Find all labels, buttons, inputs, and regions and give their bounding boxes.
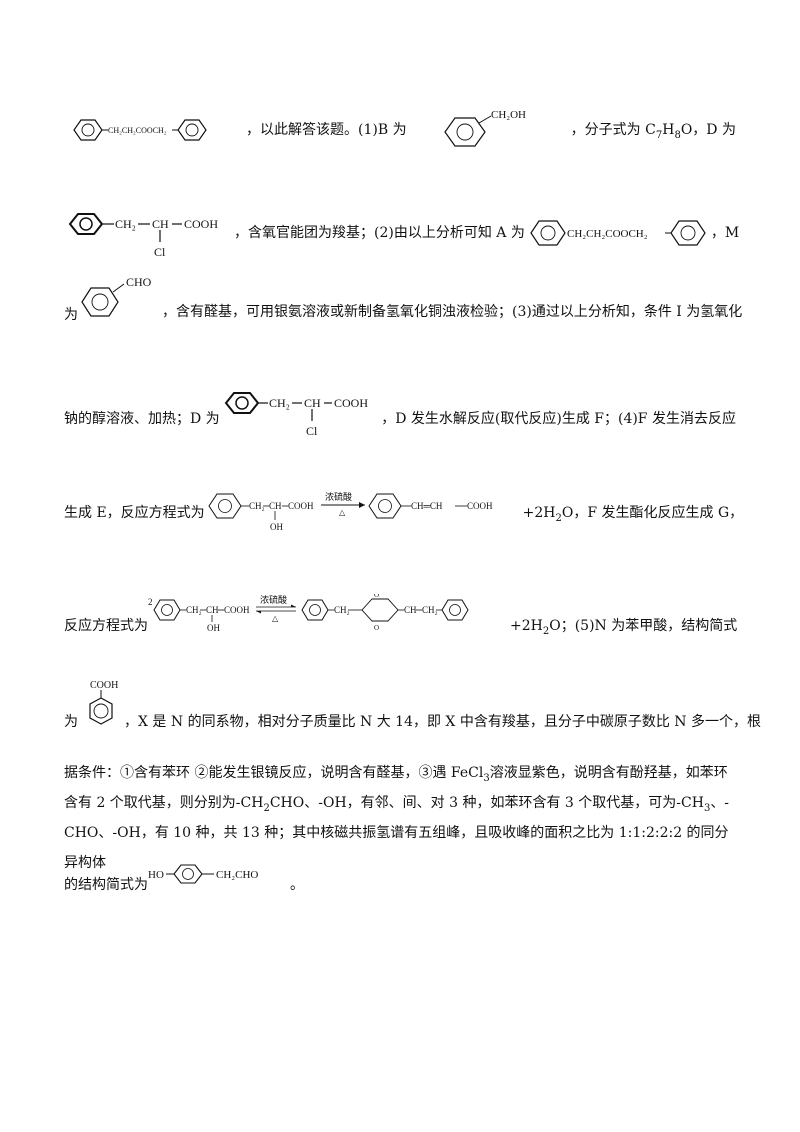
text-l1-b1: ，分子式为 C — [570, 122, 656, 138]
cooh-eq: COOH — [288, 501, 314, 511]
ch2-label-2: CH₂ — [269, 396, 290, 410]
heat-eq6: △ — [272, 614, 279, 623]
l7-lead: 为 COOH — [64, 680, 124, 734]
cooh-label: COOH — [184, 217, 218, 231]
p8-c-sub: 2 — [263, 802, 270, 814]
coef-eq: 2 — [148, 597, 153, 607]
text-l6-a1: +2H — [510, 618, 543, 634]
p8-line2: 含有 2 个取代基，则分别为-CH2CHO、-OH，有邻、间、对 3 种，如苯环… — [64, 788, 736, 818]
sub-8: 8 — [674, 129, 681, 141]
line-1: CH₂CH₂COOCH₂ ，以此解答该题。(1)B 为 CH₂OH ，分子式为 … — [64, 106, 736, 154]
p8-line1: 据条件：①含有苯环 ②能发生银镜反应，说明含有醛基，③遇 FeCl3溶液显紫色，… — [64, 758, 736, 788]
cond-eq: 浓硫酸 — [325, 491, 352, 502]
oh-eq: OH — [270, 522, 283, 532]
text-l3-pre: 为 — [64, 307, 78, 323]
p8-f: CHO、-OH，有 10 种，共 13 种；其中核磁共振氢谱有五组峰，且吸收峰的… — [64, 825, 729, 871]
heat-eq: △ — [339, 508, 346, 517]
ring-o-top: O — [374, 594, 379, 599]
text-l2-a: ，含氧官能团为羧基；(2)由以上分析可知 A 为 — [234, 225, 525, 241]
text-l4-a: ，D 发生水解反应(取代反应)生成 F；(4)F 发生消去反应 — [381, 411, 736, 427]
p8-a-sub: 3 — [483, 772, 490, 784]
d-structure: CH₂ CH COOH Cl — [64, 206, 234, 260]
sub-2a: 2 — [555, 512, 562, 524]
ch2cho-label: CH₂CHO — [216, 869, 258, 881]
p8-d-sub: 3 — [703, 802, 711, 814]
ester-label-b: CH₂CH₂COOCH₂ — [567, 228, 648, 240]
text-l1-b3: O，D 为 — [680, 122, 736, 138]
ester-label: CH₂CH₂COOCH₂ — [108, 126, 167, 135]
cond-eq6: 浓硫酸 — [260, 594, 287, 605]
cl-label-2: Cl — [306, 424, 318, 438]
text-l7-a: ，X 是 N 的同系物，相对分子质量比 N 大 14，即 X 中含有羧基，且分子… — [124, 714, 761, 730]
text-l1-b2: H — [662, 122, 675, 138]
text-l9-pre: 的结构简式为 — [64, 877, 148, 893]
esterification-equation: 2 CH₂ CH COOH OH 浓硫酸 △ CH₂ O O — [148, 594, 510, 648]
p8-b: 溶液显紫色，说明含有酚羟基，如苯环 — [489, 765, 728, 781]
p8-e: 、- — [710, 795, 730, 811]
text-l1-a: ，以此解答该题。(1)B 为 — [246, 122, 407, 138]
line-5: 生成 E，反应方程式为 CH₂ CH COOH OH 浓硫酸 △ CH═CH C… — [64, 490, 743, 536]
ch2d-eq6: CH₂ — [422, 605, 438, 615]
p8-a-wrap: 据条件：①含有苯环 ②能发生银镜反应，说明含有醛基，③遇 FeCl3溶液显紫色，… — [64, 758, 728, 788]
hydroxyphenylacetaldehyde-structure: HO CH₂CHO — [148, 864, 290, 894]
ch2-label: CH₂ — [115, 217, 136, 231]
line-2: CH₂ CH COOH Cl ，含氧官能团为羧基；(2)由以上分析可知 A 为 … — [64, 206, 740, 260]
text-l6-a: +2H2O；(5)N 为苯甲酸，结构简式 — [510, 617, 738, 637]
benzoic-acid-structure: COOH — [78, 678, 124, 734]
sub-2b: 2 — [542, 625, 550, 637]
ester-structure-b: CH₂CH₂COOCH₂ — [525, 213, 711, 253]
cho-label: CHO — [126, 275, 152, 289]
text-l3-a: ，含有醛基，可用银氨溶液或新制备氢氧化铜浊液检验；(3)通过以上分析知，条件 I… — [162, 304, 743, 320]
line-4: 钠的醇溶液、加热；D 为 CH₂ CH COOH Cl ，D 发生水解反应(取代… — [64, 392, 736, 443]
p8-a: 据条件：①含有苯环 ②能发生银镜反应，说明含有醛基，③遇 FeCl — [64, 765, 484, 781]
sub-7: 7 — [655, 129, 663, 141]
line-3: 为 CHO ，含有醛基，可用银氨溶液或新制备氢氧化铜浊液检验；(3)通过以上分析… — [64, 275, 742, 324]
paragraph-conditions: 据条件：①含有苯环 ②能发生银镜反应，说明含有醛基，③遇 FeCl3溶液显紫色，… — [64, 758, 736, 878]
ho-label: HO — [148, 869, 164, 881]
ch2-eq: CH₂ — [249, 501, 265, 511]
ch-label-2: CH — [304, 396, 321, 410]
line-7: 为 COOH ，X 是 N 的同系物，相对分子质量比 N 大 14，即 X 中含… — [64, 680, 761, 734]
benzyl-alcohol-structure: CH₂OH — [439, 106, 539, 154]
text-l1-b: ，分子式为 C7H8O，D 为 — [570, 121, 736, 141]
cooh-l7: COOH — [90, 680, 118, 691]
cooh-label-2: COOH — [334, 396, 368, 410]
line-6: 反应方程式为 2 CH₂ CH COOH OH 浓硫酸 △ CH₂ O — [64, 594, 738, 648]
ch-eq6: CH — [206, 605, 219, 615]
dehydration-equation: CH₂ CH COOH OH 浓硫酸 △ CH═CH COOH — [205, 490, 523, 536]
ch2b-eq6: CH₂ — [334, 605, 350, 615]
ch2-eq6: CH₂ — [186, 605, 202, 615]
text-l2-b: ，M — [710, 225, 740, 241]
text-l5-a1: +2H — [522, 505, 556, 521]
ch-eq6b: CH — [404, 605, 417, 615]
l3-lead: 为 CHO — [64, 275, 162, 324]
text-l5-a2: O，F 发生酯化反应生成 G， — [561, 505, 744, 521]
p8-c: 含有 2 个取代基，则分别为-CH — [64, 795, 264, 811]
p8-d: CHO、-OH，有邻、间、对 3 种，如苯环含有 3 个取代基，可为-CH — [269, 795, 704, 811]
text-l5-a: +2H2O，F 发生酯化反应生成 G， — [522, 504, 744, 524]
text-l5-pre: 生成 E，反应方程式为 — [64, 505, 205, 521]
text-l6-a2: O；(5)N 为苯甲酸，结构简式 — [549, 618, 738, 634]
text-l4-pre: 钠的醇溶液、加热；D 为 — [64, 411, 220, 427]
ch-eq: CH — [269, 501, 282, 511]
text-l9-a: 。 — [290, 877, 304, 893]
text-l6-pre: 反应方程式为 — [64, 618, 148, 634]
benzaldehyde-structure: CHO — [78, 274, 162, 324]
cooh-eq6: COOH — [224, 605, 250, 615]
line-9: 的结构简式为 HO CH₂CHO 。 — [64, 864, 736, 894]
text-l7-pre: 为 — [64, 714, 78, 730]
p8-c-wrap: 含有 2 个取代基，则分别为-CH2CHO、-OH，有邻、间、对 3 种，如苯环… — [64, 788, 729, 818]
ch-label: CH — [152, 217, 169, 231]
benzyl-label: CH₂OH — [491, 109, 526, 121]
oh-eq6: OH — [207, 623, 220, 633]
ring-o-bottom: O — [374, 624, 379, 632]
chch-eq: CH═CH — [411, 501, 443, 511]
d-structure-2: CH₂ CH COOH Cl — [220, 389, 380, 443]
p8-line3: CHO、-OH，有 10 种，共 13 种；其中核磁共振氢谱有五组峰，且吸收峰的… — [64, 818, 736, 878]
cl-label: Cl — [154, 245, 166, 259]
ester-structure-a: CH₂CH₂COOCH₂ — [64, 115, 214, 145]
cooh2-eq: COOH — [467, 501, 493, 511]
